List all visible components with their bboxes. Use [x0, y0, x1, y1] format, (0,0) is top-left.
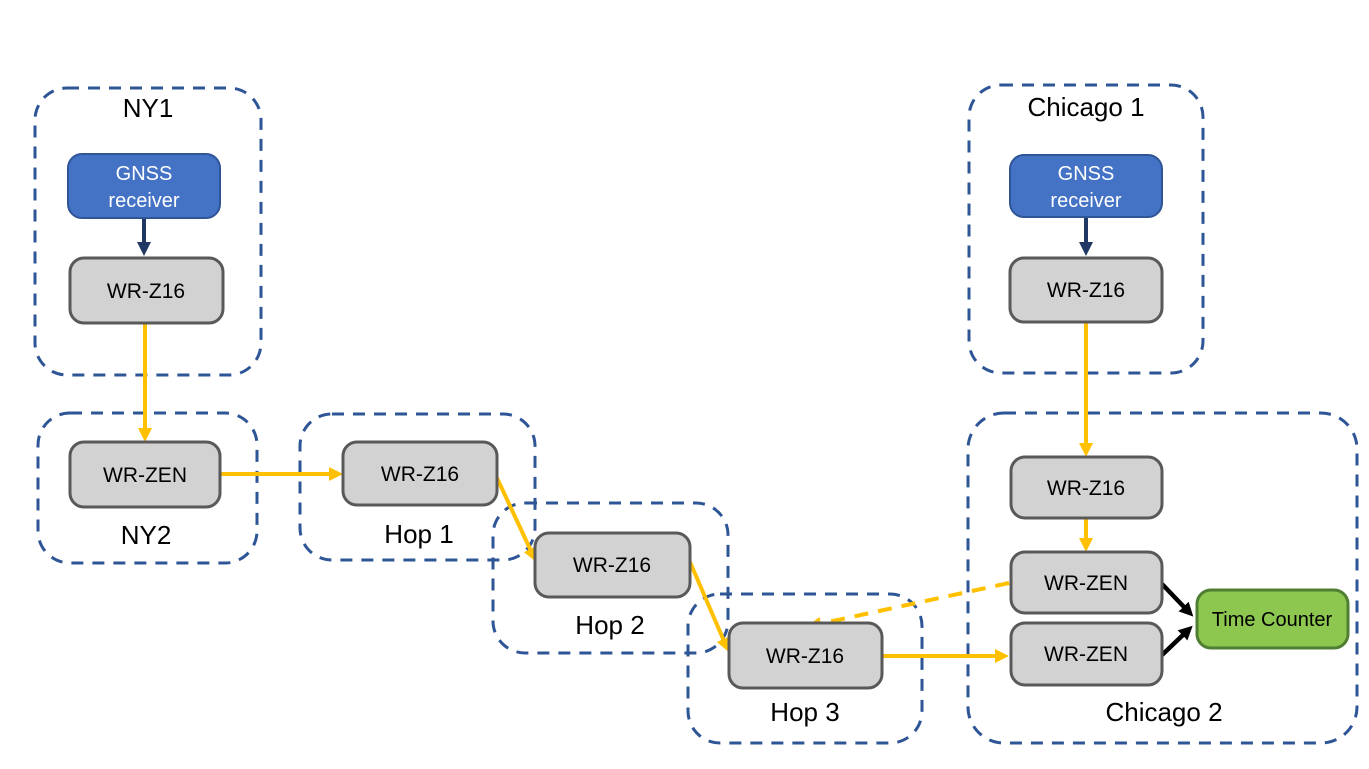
container-chicago1	[967, 83, 1205, 375]
container-ny2	[36, 411, 259, 565]
device-hop1-wr-z16	[341, 440, 499, 507]
site-containers	[33, 83, 1359, 745]
ny1-label: NY1	[123, 93, 174, 123]
chicago1-wr-z16-label: WR-Z16	[1047, 279, 1125, 302]
container-hop2	[491, 501, 730, 655]
container-chicago2	[966, 411, 1359, 745]
container-hop1	[298, 412, 537, 562]
link-chicago2-wrzen1-to-hop3-wrz16-dashed	[807, 581, 1010, 631]
hop1-label: Hop 1	[384, 519, 453, 549]
container-labels: NY1 NY2 Hop 1 Hop 2 Hop 3 Chicago 1 Chic…	[121, 92, 1223, 727]
container-ny1	[33, 86, 263, 377]
chicago2-wr-zen-1-label: WR-ZEN	[1044, 572, 1128, 595]
device-labels: GNSS receiver WR-Z16 WR-ZEN WR-Z16 WR-Z1…	[103, 163, 1333, 668]
ny1-gnss-label-line2: receiver	[108, 190, 179, 212]
link-hop1-wrz16-to-hop2-wrz16	[495, 477, 537, 562]
hop3-wr-z16-label: WR-Z16	[766, 645, 844, 668]
device-ny2-wr-zen	[68, 440, 222, 509]
chicago1-label: Chicago 1	[1027, 92, 1144, 122]
device-chicago2-wr-z16	[1009, 455, 1164, 520]
device-ny1-wr-z16	[68, 256, 225, 325]
ny2-label: NY2	[121, 520, 172, 550]
ny1-wr-z16-label: WR-Z16	[107, 280, 185, 303]
hop3-label: Hop 3	[770, 697, 839, 727]
device-chicago1-wr-z16	[1008, 256, 1164, 324]
links	[137, 217, 1194, 663]
ny1-gnss-label-line1: GNSS	[116, 163, 173, 185]
chicago1-gnss-label-line2: receiver	[1050, 190, 1121, 212]
time-counter-label: Time Counter	[1212, 609, 1333, 631]
device-time-counter	[1195, 588, 1350, 650]
chicago2-label: Chicago 2	[1105, 697, 1222, 727]
container-hop3	[686, 592, 924, 745]
ny2-wr-zen-label: WR-ZEN	[103, 464, 187, 487]
link-hop2-wrz16-to-hop3-wrz16	[688, 561, 730, 653]
device-chicago2-wr-zen-2	[1009, 621, 1164, 687]
hop2-label: Hop 2	[575, 610, 644, 640]
device-ny1-gnss-receiver	[67, 153, 221, 219]
chicago2-wr-zen-2-label: WR-ZEN	[1044, 643, 1128, 666]
hop1-wr-z16-label: WR-Z16	[381, 463, 459, 486]
device-hop3-wr-z16	[727, 621, 884, 690]
device-hop2-wr-z16	[533, 531, 692, 599]
device-chicago2-wr-zen-1	[1009, 550, 1164, 615]
link-chicago2-wrzen2-to-time-counter	[1160, 625, 1193, 657]
device-boxes	[67, 153, 1350, 690]
hop2-wr-z16-label: WR-Z16	[573, 554, 651, 577]
chicago1-gnss-label-line1: GNSS	[1058, 163, 1115, 185]
device-chicago1-gnss-receiver	[1009, 154, 1163, 218]
link-chicago2-wrzen1-to-time-counter	[1160, 582, 1194, 617]
chicago2-wr-z16-label: WR-Z16	[1047, 477, 1125, 500]
